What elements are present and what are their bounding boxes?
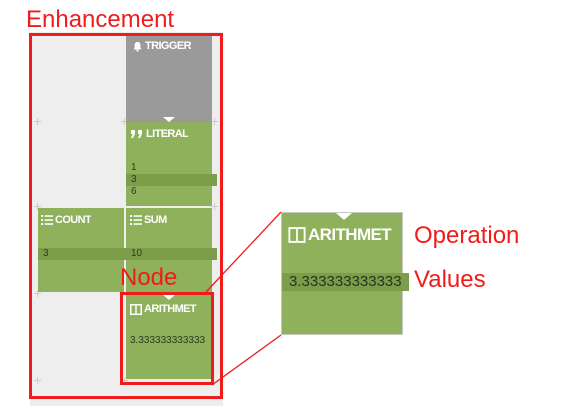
list-icon [41, 215, 53, 225]
arithmetic-label: ARITHMET [144, 303, 197, 315]
grid-plus-marker: + [210, 115, 220, 128]
sum-value-row: 10 [126, 248, 217, 260]
grid-plus-marker: + [120, 115, 130, 128]
zoom-operation-label: ARITHMET [308, 225, 392, 244]
trigger-label: TRIGGER [145, 40, 191, 52]
grid-plus-marker: + [33, 374, 43, 387]
columns-icon [288, 227, 306, 243]
operation-callout: Operation [414, 222, 520, 249]
quote-icon [131, 130, 142, 138]
arithmetic-value-row: 3.333333333333 [130, 335, 206, 346]
zoomed-operation-panel: ARITHMET 3.333333333333 [281, 212, 409, 335]
list-icon [130, 215, 142, 225]
enhancement-highlight-box [29, 33, 223, 399]
arithmetic-node[interactable]: ARITHMET 3.333333333333 [126, 295, 212, 379]
grid-plus-marker: + [33, 287, 43, 300]
node-callout: Node [120, 264, 178, 291]
literal-value-row: 3 [126, 174, 217, 186]
trigger-node[interactable]: TRIGGER [126, 34, 212, 122]
grid-plus-marker: + [33, 200, 43, 213]
sum-label: SUM [144, 214, 167, 226]
grid-plus-marker: + [33, 115, 43, 128]
count-label: COUNT [55, 214, 92, 226]
grid-plus-marker: + [120, 374, 130, 387]
literal-value-row: 6 [131, 186, 137, 197]
connector-notch [163, 117, 175, 122]
grid-plus-marker: + [210, 200, 220, 213]
count-value-row: 3 [38, 248, 129, 260]
leader-line-bottom [211, 334, 282, 386]
node-highlight-box [120, 292, 214, 385]
connector-notch [163, 295, 175, 300]
leader-line-top [205, 211, 282, 293]
literal-node[interactable]: LITERAL 1 3 6 [126, 122, 217, 206]
columns-icon [130, 303, 142, 315]
sum-node[interactable]: SUM 10 [126, 208, 217, 292]
zoom-value-row: 3.333333333333 [282, 273, 409, 291]
enhancement-callout: Enhancement [26, 6, 175, 33]
literal-label: LITERAL [146, 128, 189, 140]
literal-value-row: 1 [131, 162, 137, 173]
connector-notch [336, 213, 352, 220]
values-callout: Values [414, 266, 486, 293]
count-node[interactable]: COUNT 3 [38, 208, 129, 292]
bell-icon [133, 41, 142, 52]
